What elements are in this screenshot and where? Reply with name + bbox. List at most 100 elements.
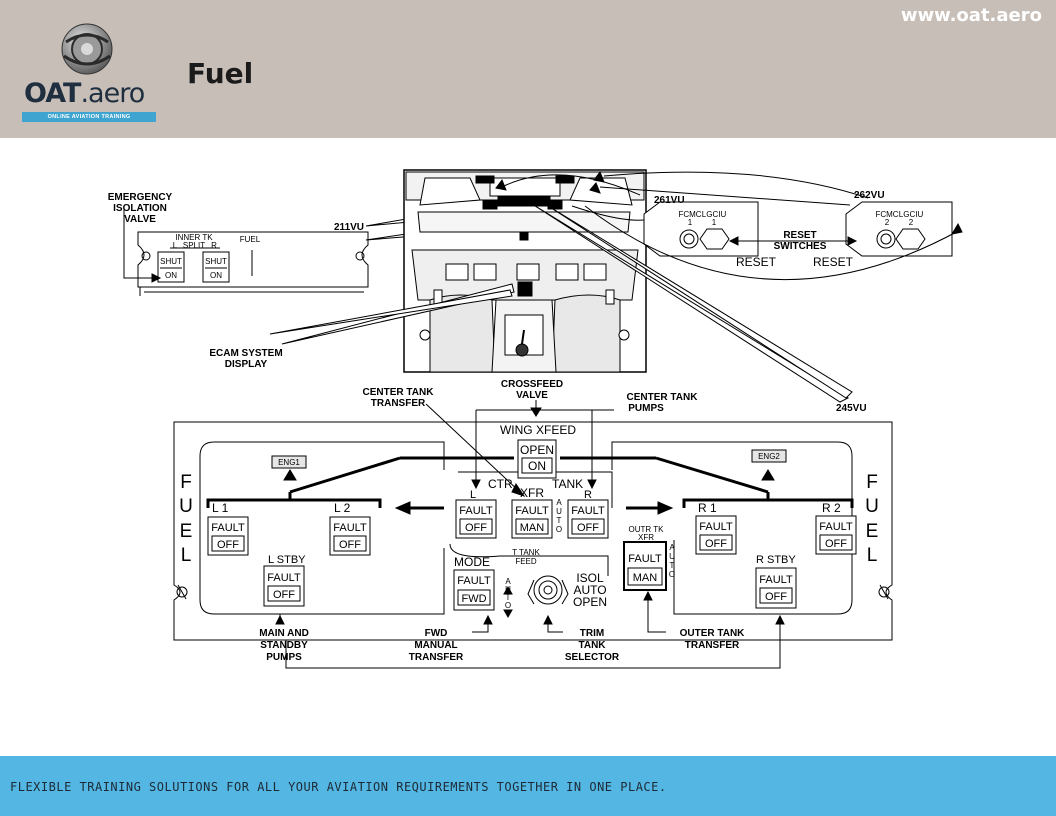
leader-261vu xyxy=(503,174,641,196)
xfr-fault: FAULT xyxy=(515,505,549,517)
fwd-manual-label-3: TRANSFER xyxy=(409,652,464,663)
fuel-left-e: E xyxy=(180,521,193,542)
fcmc2-label: FCMC xyxy=(875,210,898,219)
fcmc1-label: FCMC xyxy=(678,210,701,219)
ctr-label: CTR xyxy=(488,477,513,491)
outr-fault: FAULT xyxy=(628,553,662,565)
wing-xfeed-label: WING XFEED xyxy=(500,423,576,437)
trim-tank-label-2: TANK xyxy=(578,640,606,651)
split-r-label: R xyxy=(211,241,217,250)
outr-auto-a: A xyxy=(669,543,675,552)
l2-fault: FAULT xyxy=(333,522,367,534)
lstby-fault: FAULT xyxy=(267,572,301,584)
xfeed-open-label: OPEN xyxy=(520,443,554,457)
isol-open-label: OPEN xyxy=(573,595,607,609)
header-band: www.oat.aero OAT.aero ONLINE AVIATION TR… xyxy=(0,0,1056,138)
mode-auto-u: U xyxy=(505,585,511,594)
reset-switches-label-1: RESET xyxy=(783,230,816,241)
mode-fwd: FWD xyxy=(461,593,486,605)
crossfeed-valve-label-2: VALVE xyxy=(516,390,548,401)
inner-tk-label: INNER TK xyxy=(175,233,213,242)
center-tank-pumps-label-2: PUMPS xyxy=(628,403,664,414)
eng2-label: ENG2 xyxy=(758,452,780,461)
reset-right-label: RESET xyxy=(813,255,854,269)
trim-tank-label-3: SELECTOR xyxy=(565,652,620,663)
outr-xfr-label: XFR xyxy=(638,533,654,542)
l1-fault: FAULT xyxy=(211,522,245,534)
ecam-label-2: DISPLAY xyxy=(225,359,268,370)
center-tank-transfer-label-1: CENTER TANK xyxy=(363,387,435,398)
r1-off: OFF xyxy=(705,538,727,550)
pump-r1-label: R 1 xyxy=(698,501,717,515)
fuel-right-u: U xyxy=(865,496,879,517)
panel-262vu xyxy=(845,201,953,257)
fcmc1-no: 1 xyxy=(688,218,693,227)
outr-man: MAN xyxy=(633,572,658,584)
xfr-auto-o: O xyxy=(556,525,562,534)
center-tank-pumps-label-1: CENTER TANK xyxy=(627,392,699,403)
callout-labels: EMERGENCY ISOLATION VALVE 211VU ECAM SYS… xyxy=(108,190,885,663)
outr-tk-label: OUTR TK xyxy=(629,525,665,534)
emergency-leader xyxy=(123,207,152,279)
logo-text-light: .aero xyxy=(80,78,145,109)
pump-r2-label: R 2 xyxy=(822,501,841,515)
emergency-label-2: ISOLATION xyxy=(113,203,167,214)
r1-fault: FAULT xyxy=(699,521,733,533)
page-title: Fuel xyxy=(187,57,254,90)
footer-band: FLEXIBLE TRAINING SOLUTIONS FOR ALL YOUR… xyxy=(0,756,1056,816)
ctr-r-label: R xyxy=(584,489,592,501)
crossfeed-valve-label-1: CROSSFEED xyxy=(501,379,563,390)
r2-fault: FAULT xyxy=(819,521,853,533)
logo-globe-icon xyxy=(61,23,113,75)
fuel-panel-labels: F U E L F U E L WING XFEED OPEN ON ENG1 … xyxy=(179,423,879,610)
fuel-right-e: E xyxy=(866,521,879,542)
fwd-manual-label-1: FWD xyxy=(425,628,448,639)
isol-auto-label: AUTO xyxy=(573,583,606,597)
lgciu1-no: 1 xyxy=(712,218,717,227)
fuel-right-f: F xyxy=(866,472,878,493)
reset-left-label: RESET xyxy=(736,255,777,269)
ctr-l-off: OFF xyxy=(465,522,487,534)
logo-text-bold: OAT xyxy=(24,78,81,109)
fuel-right-l: L xyxy=(867,545,878,566)
l-stby-label: L STBY xyxy=(268,554,306,566)
ctr-l-label: L xyxy=(470,489,476,501)
cockpit-image xyxy=(403,169,647,373)
emergency-label-1: EMERGENCY xyxy=(108,192,173,203)
ecam-label-1: ECAM SYSTEM xyxy=(209,348,282,359)
xfr-label: XFR xyxy=(520,486,544,500)
main-standby-label-1: MAIN AND xyxy=(259,628,309,639)
lstby-off: OFF xyxy=(273,589,295,601)
isol-label: ISOL xyxy=(576,571,604,585)
xfr-auto-u: U xyxy=(556,507,562,516)
vu-panel-labels: FCMC 1 LGCIU 1 FCMC 2 LGCIU 2 xyxy=(678,210,923,227)
on-left-label: ON xyxy=(165,271,177,280)
reset-switches-label-2: SWITCHES xyxy=(774,241,827,252)
fwd-manual-label-2: MANUAL xyxy=(414,640,457,651)
ctr-r-fault: FAULT xyxy=(571,505,605,517)
fuel-left-u: U xyxy=(179,496,193,517)
pump-l1-label: L 1 xyxy=(212,501,229,515)
footer-tagline: FLEXIBLE TRAINING SOLUTIONS FOR ALL YOUR… xyxy=(10,780,667,794)
outr-auto-u: U xyxy=(669,552,675,561)
emergency-label-3: VALVE xyxy=(124,214,156,225)
logo-tagline: ONLINE AVIATION TRAINING xyxy=(22,112,156,122)
shut-right-label: SHUT xyxy=(205,257,227,266)
outer-tank-label-2: TRANSFER xyxy=(685,640,740,651)
lgciu2-label: LGCIU xyxy=(899,210,924,219)
center-tank-transfer-label-2: TRANSFER xyxy=(371,398,426,409)
main-standby-label-3: PUMPS xyxy=(266,652,302,663)
ctr-l-fault: FAULT xyxy=(459,505,493,517)
mode-auto-o: O xyxy=(505,601,511,610)
label-211vu: 211VU xyxy=(334,222,364,233)
shut-left-label: SHUT xyxy=(160,257,182,266)
oat-logo: OAT.aero ONLINE AVIATION TRAINING xyxy=(18,22,160,124)
rstby-off: OFF xyxy=(765,591,787,603)
eng1-label: ENG1 xyxy=(278,458,300,467)
mode-fault: FAULT xyxy=(457,575,491,587)
fuel-211-label: FUEL xyxy=(240,235,261,244)
split-label: SPLIT xyxy=(183,241,205,250)
outer-tank-label-1: OUTER TANK xyxy=(680,628,746,639)
leader-245vu xyxy=(531,203,850,403)
outr-auto-t: T xyxy=(670,561,675,570)
